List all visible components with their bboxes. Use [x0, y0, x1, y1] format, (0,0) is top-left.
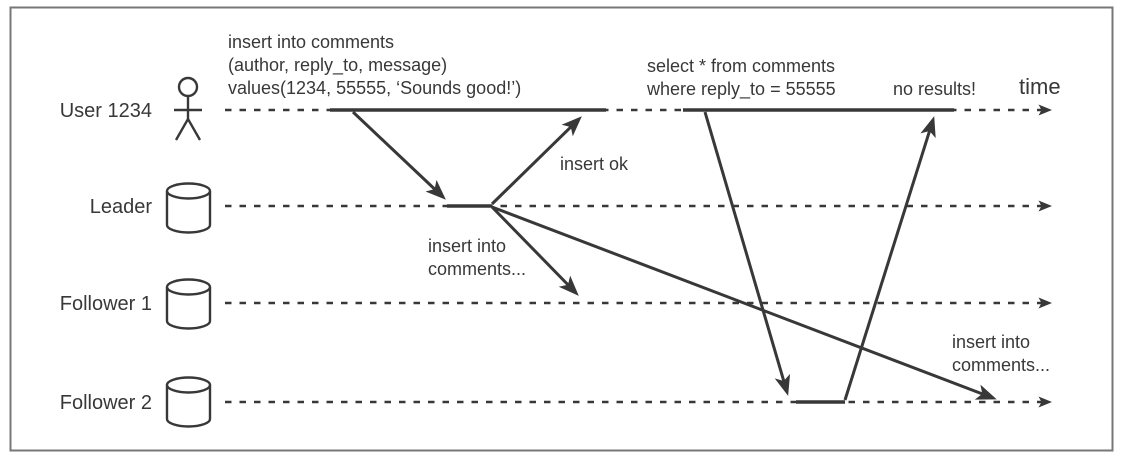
person-icon	[174, 76, 202, 141]
arrow-select-user-to-follower2	[703, 111, 791, 396]
annotation-replicate-follower2: insert into comments...	[952, 332, 1050, 375]
diagram-border	[9, 6, 1114, 452]
arrow-replicate-leader-to-follower2	[491, 205, 997, 400]
replicate-f1-line2: comments...	[428, 259, 526, 279]
actor-label-leader: Leader	[90, 196, 153, 218]
arrow-no-results-follower2-to-user	[843, 116, 936, 401]
annotation-no-results: no results!	[893, 79, 976, 99]
message-arrows	[351, 110, 997, 401]
annotation-insert-ok: insert ok	[560, 154, 629, 174]
annotation-insert-query: insert into comments (author, reply_to, …	[228, 32, 521, 98]
actor-label-follower1: Follower 1	[60, 293, 152, 315]
arrow-insert-ok-leader-to-user	[490, 116, 582, 206]
database-icon	[165, 182, 212, 234]
actor-labels: User 1234 Leader Follower 1 Follower 2	[60, 100, 153, 414]
database-icon	[165, 278, 212, 330]
select-query-line2: where reply_to = 55555	[646, 79, 836, 100]
replicate-f2-line1: insert into	[952, 332, 1030, 352]
time-axis-label: time	[1019, 74, 1061, 99]
replicate-f2-line2: comments...	[952, 355, 1050, 375]
replicate-f1-line1: insert into	[428, 236, 506, 256]
annotation-select-query: select * from comments where reply_to = …	[646, 56, 836, 100]
insert-query-line2: (author, reply_to, message)	[228, 55, 447, 76]
database-icon	[165, 376, 212, 428]
arrow-replicate-leader-to-follower1	[490, 205, 579, 296]
lifelines	[225, 104, 1052, 408]
insert-query-line1: insert into comments	[228, 32, 394, 52]
insert-query-line3: values(1234, 55555, ‘Sounds good!’)	[228, 78, 521, 98]
select-query-line1: select * from comments	[647, 56, 835, 76]
actor-label-user: User 1234	[60, 100, 152, 122]
arrow-insert-user-to-leader	[351, 110, 446, 200]
actor-label-follower2: Follower 2	[60, 392, 152, 414]
annotation-replicate-follower1: insert into comments...	[428, 236, 526, 279]
